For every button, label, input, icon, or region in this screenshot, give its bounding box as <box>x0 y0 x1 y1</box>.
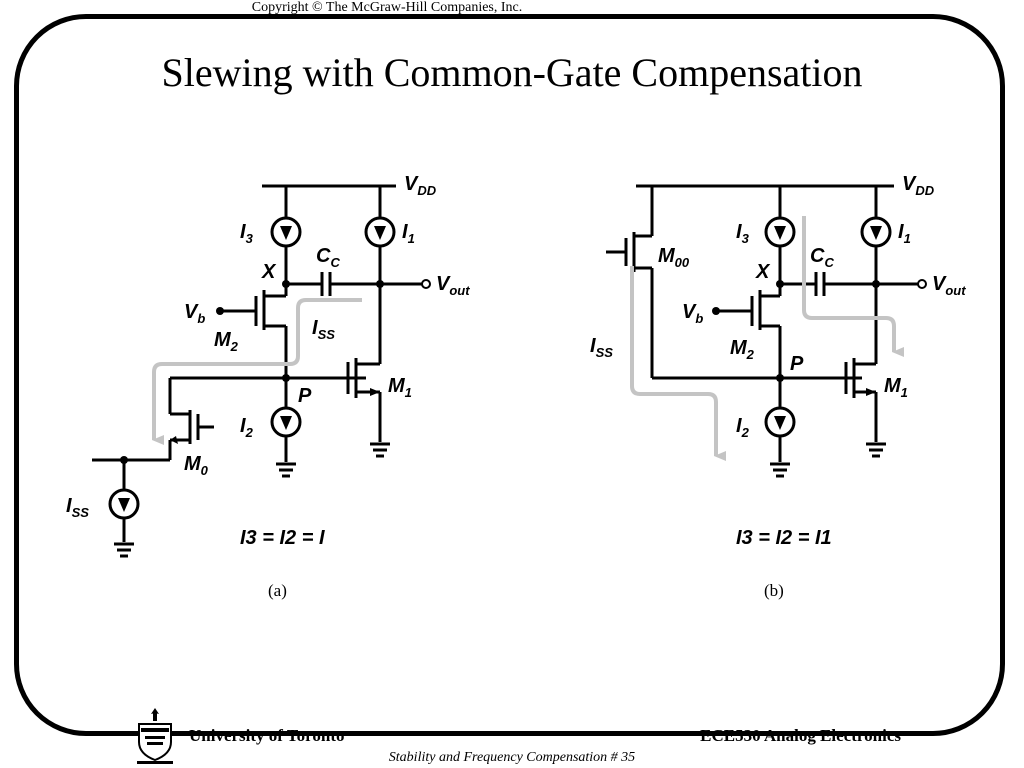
course-name: ECE530 Analog Electronics <box>700 726 901 745</box>
label-vdd-a: VDD <box>404 173 437 198</box>
slide-info: Stability and Frequency Compensation # 3… <box>388 750 636 765</box>
label-vb-a: Vb <box>184 301 205 326</box>
circuit-b <box>606 184 920 462</box>
label-p-b: P <box>790 353 804 375</box>
slew-current-path-a <box>152 298 362 445</box>
equation-b: I3 = I2 = I1 <box>736 527 832 549</box>
slide-frame <box>14 14 1005 736</box>
label-cc-b: CC <box>810 245 834 270</box>
label-vout-b: Vout <box>932 273 966 298</box>
label-p-a: P <box>298 385 312 407</box>
label-m00-b: M00 <box>658 245 690 270</box>
copyright-notice: Copyright © The McGraw-Hill Companies, I… <box>251 0 523 15</box>
label-i3-a: I3 <box>240 221 254 246</box>
label-i2-b: I2 <box>736 415 750 440</box>
label-m1-a: M1 <box>388 375 412 400</box>
label-i1-b: I1 <box>898 221 911 246</box>
label-m1-b: M1 <box>884 375 908 400</box>
label-m2-b: M2 <box>730 337 755 362</box>
label-i2-a: I2 <box>240 415 254 440</box>
slide-title: Slewing with Common-Gate Compensation <box>161 50 863 95</box>
label-i3-b: I3 <box>736 221 750 246</box>
label-cc-a: CC <box>316 245 340 270</box>
label-i1-a: I1 <box>402 221 415 246</box>
slew-current-path-b-left <box>630 266 726 461</box>
university-name: University of Toronto <box>189 726 345 745</box>
label-m2-a: M2 <box>214 329 239 354</box>
equation-a: I3 = I2 = I <box>240 527 325 549</box>
label-m0-a: M0 <box>184 453 209 478</box>
ground-symbols-a <box>114 442 390 558</box>
label-iss-inner-a: ISS <box>312 317 335 342</box>
label-vb-b: Vb <box>682 301 703 326</box>
label-x-a: X <box>261 261 277 283</box>
ground-symbols-b <box>770 442 886 478</box>
slew-current-path-b-right <box>802 216 904 357</box>
caption-a: (a) <box>268 581 287 600</box>
label-iss-a: ISS <box>66 495 89 520</box>
label-x-b: X <box>755 261 771 283</box>
label-iss-b: ISS <box>590 335 613 360</box>
caption-b: (b) <box>764 581 784 600</box>
label-vdd-b: VDD <box>902 173 935 198</box>
label-vout-a: Vout <box>436 273 470 298</box>
university-crest-icon <box>137 708 173 764</box>
